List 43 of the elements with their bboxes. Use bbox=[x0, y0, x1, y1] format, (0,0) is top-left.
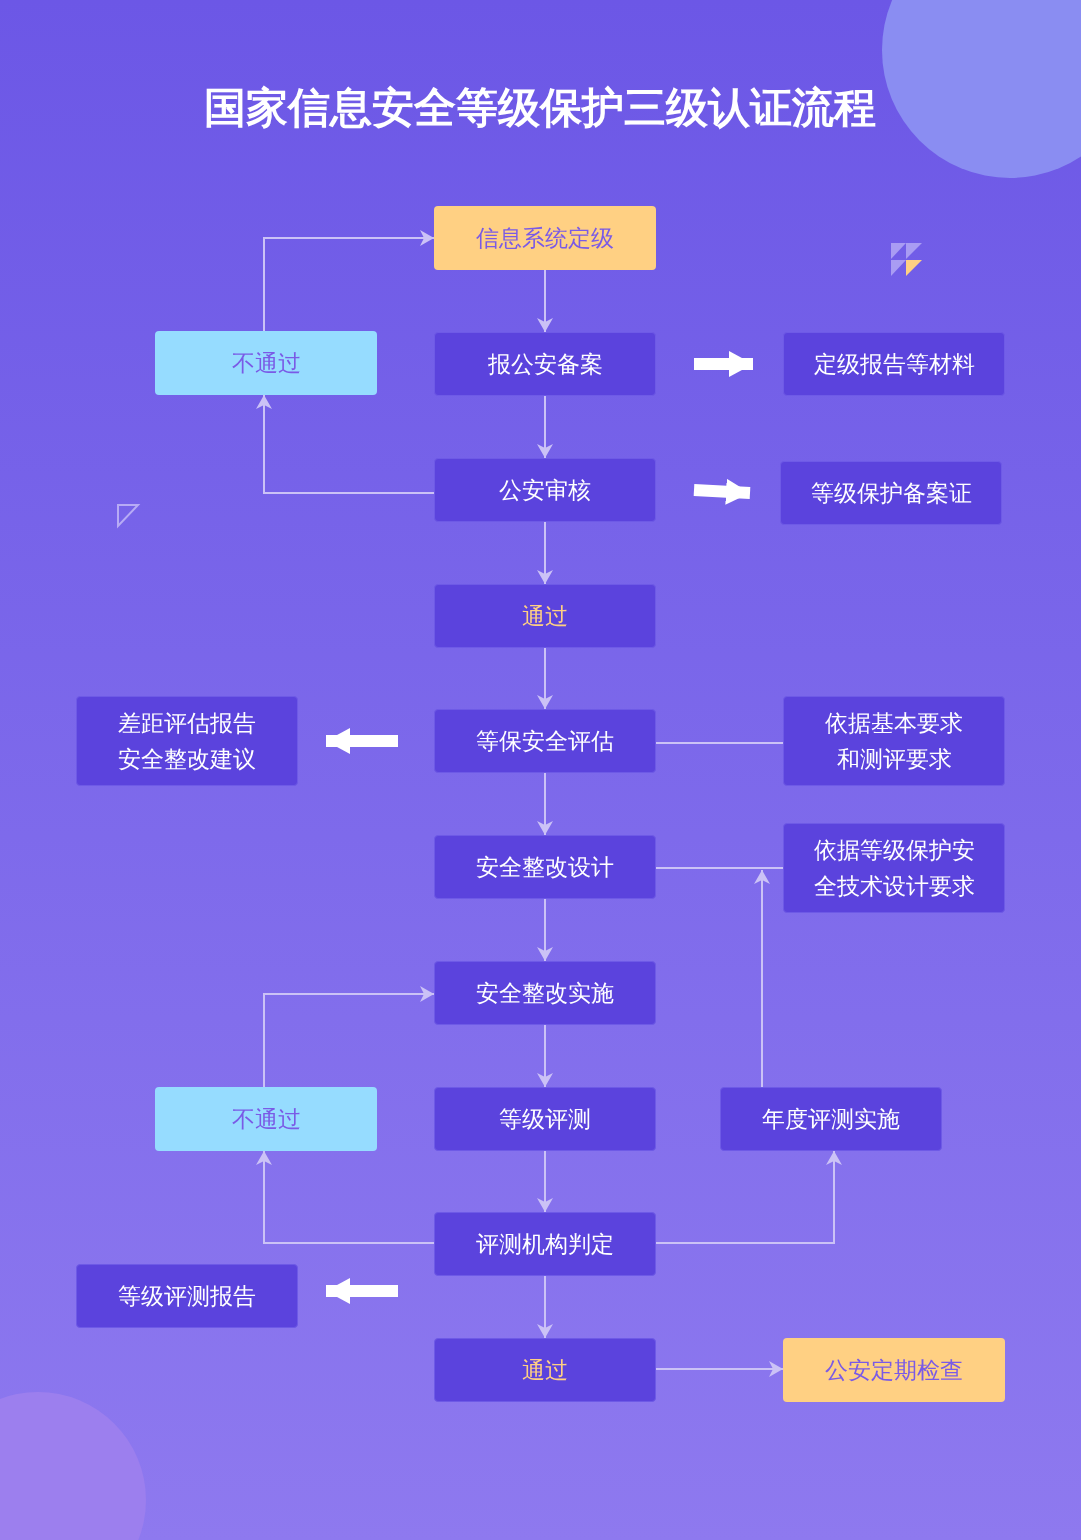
arrow bbox=[263, 986, 435, 1088]
process-box: 定级报告等材料 bbox=[783, 332, 1005, 396]
arrow bbox=[537, 647, 553, 710]
process-box: 评测机构判定 bbox=[434, 1212, 656, 1276]
arrow bbox=[537, 521, 553, 585]
process-box: 等保安全评估 bbox=[434, 709, 656, 773]
block-arrow bbox=[694, 351, 753, 377]
arrow bbox=[263, 230, 435, 332]
process-box: 信息系统定级 bbox=[434, 206, 656, 270]
arrow bbox=[537, 1024, 553, 1088]
fail-box: 不通过 bbox=[155, 331, 377, 395]
pass-box: 通过 bbox=[434, 1338, 656, 1402]
arrow bbox=[537, 1150, 553, 1213]
process-box: 报公安备案 bbox=[434, 332, 656, 396]
arrow bbox=[537, 269, 553, 333]
process-box: 等级保护备案证 bbox=[780, 461, 1002, 525]
process-box: 依据等级保护安全技术设计要求 bbox=[783, 823, 1005, 913]
process-box: 等级评测 bbox=[434, 1087, 656, 1151]
pass-box: 通过 bbox=[434, 584, 656, 648]
process-box: 差距评估报告 安全整改建议 bbox=[76, 696, 298, 786]
block-arrow bbox=[326, 1278, 398, 1304]
title: 国家信息安全等级保护三级认证流程 bbox=[203, 82, 877, 134]
process-box: 年度评测实施 bbox=[720, 1087, 942, 1151]
process-box: 公安定期检查 bbox=[783, 1338, 1005, 1402]
arrow bbox=[754, 869, 770, 1088]
arrow bbox=[655, 1150, 842, 1244]
arrow bbox=[256, 394, 435, 494]
arrow bbox=[256, 1150, 435, 1244]
fail-box: 不通过 bbox=[155, 1087, 377, 1151]
process-box: 安全整改设计 bbox=[434, 835, 656, 899]
process-box: 等级评测报告 bbox=[76, 1264, 298, 1328]
connector-line bbox=[655, 742, 784, 744]
block-arrow bbox=[693, 478, 751, 505]
connector-line bbox=[655, 867, 784, 869]
process-box: 公安审核 bbox=[434, 458, 656, 522]
process-box: 安全整改实施 bbox=[434, 961, 656, 1025]
arrow bbox=[537, 395, 553, 459]
process-box: 依据基本要求和测评要求 bbox=[783, 696, 1005, 786]
arrow bbox=[537, 898, 553, 962]
arrow bbox=[537, 772, 553, 836]
arrow bbox=[655, 1361, 784, 1377]
block-arrow bbox=[326, 728, 398, 754]
arrow bbox=[537, 1275, 553, 1339]
